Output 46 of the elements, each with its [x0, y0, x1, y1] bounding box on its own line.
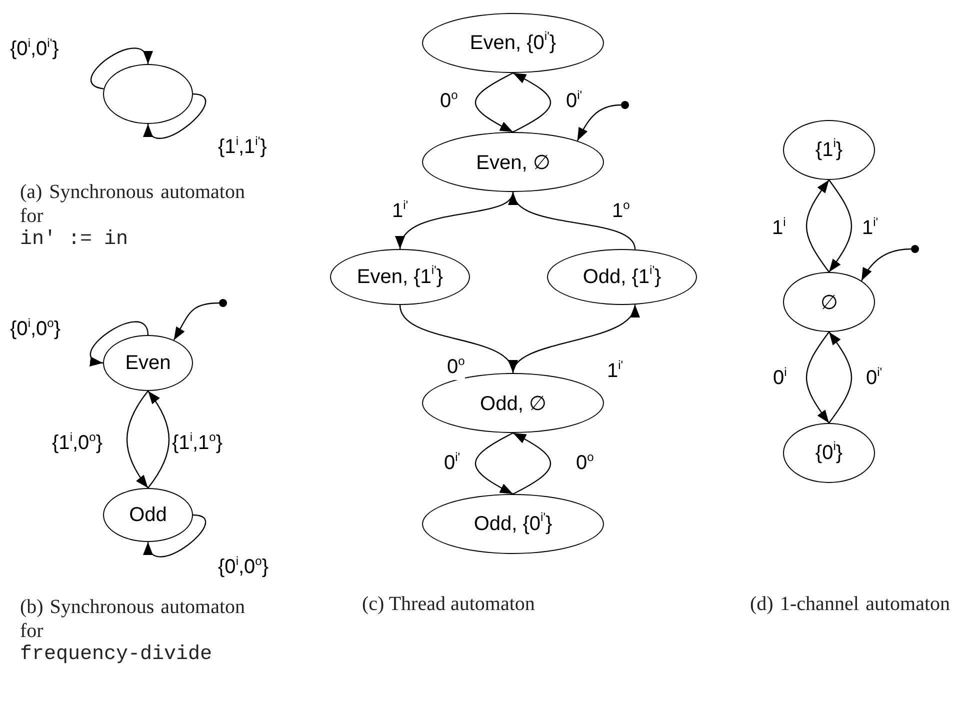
transition-arrow: [806, 180, 830, 272]
state-label: Odd, ∅: [480, 392, 546, 416]
code-text: frequency-divide: [20, 643, 212, 667]
edge-label: {1$^{i}$,1$^{o}$}: [172, 432, 223, 456]
state-label: Even: [125, 352, 171, 374]
transition-arrow: [828, 332, 852, 424]
transition-arrow: [475, 432, 514, 495]
transition-arrow: [512, 72, 552, 133]
transition-arrow: [828, 180, 852, 272]
transition-arrow: [148, 390, 170, 488]
transition-arrow: [399, 304, 515, 374]
transition-arrow: [146, 93, 206, 139]
start-dot: [911, 245, 919, 253]
state-label: Even, {0$^{i'}$}: [470, 32, 556, 54]
state-label: Even, {1$^{i'}$}: [356, 266, 444, 288]
transition-arrow: [398, 192, 514, 250]
subfigure-caption: (d) 1-channel automaton: [750, 592, 950, 616]
transition-arrow: [512, 304, 637, 374]
edge-label: {1$^{i}$,0$^{o}$}: [52, 432, 103, 456]
state-label: Odd: [129, 504, 167, 526]
edge-label: {1$^{i}$,1$^{i'}$}: [218, 136, 267, 160]
transition-arrow: [806, 332, 830, 424]
transition-arrow: [146, 514, 206, 558]
transition-arrow: [861, 248, 912, 282]
transition-arrow: [173, 302, 220, 340]
edge-label: {0$^{i}$,0$^{o}$}: [218, 556, 269, 580]
start-dot: [621, 101, 629, 109]
edge-label: {0$^{i}$,0$^{o}$}: [10, 318, 61, 342]
transition-arrow: [512, 432, 551, 495]
state-ellipse: [103, 64, 193, 124]
transition-arrow: [474, 72, 514, 133]
transition-arrow: [90, 48, 150, 90]
state-label: ∅: [820, 290, 838, 314]
state-label: Odd, {0$^{i'}$}: [474, 512, 552, 536]
state-label: Even, ∅: [476, 150, 550, 174]
state-label: {1$^{i}$}: [815, 138, 843, 162]
start-dot: [219, 299, 227, 307]
subfigure-caption: (c) Thread automaton: [362, 592, 535, 616]
transition-arrow: [89, 321, 149, 364]
transition-arrow: [126, 390, 148, 488]
transition-arrow: [576, 104, 622, 142]
state-label: Odd, {1$^{i'}$}: [582, 266, 662, 288]
edge-label: {0$^{i}$,0$^{i'}$}: [10, 38, 59, 62]
code-text: in′ := in: [20, 228, 128, 252]
state-label: {0$^{i}$}: [815, 442, 843, 464]
edge-label: 0$^{o}$: [447, 356, 465, 380]
